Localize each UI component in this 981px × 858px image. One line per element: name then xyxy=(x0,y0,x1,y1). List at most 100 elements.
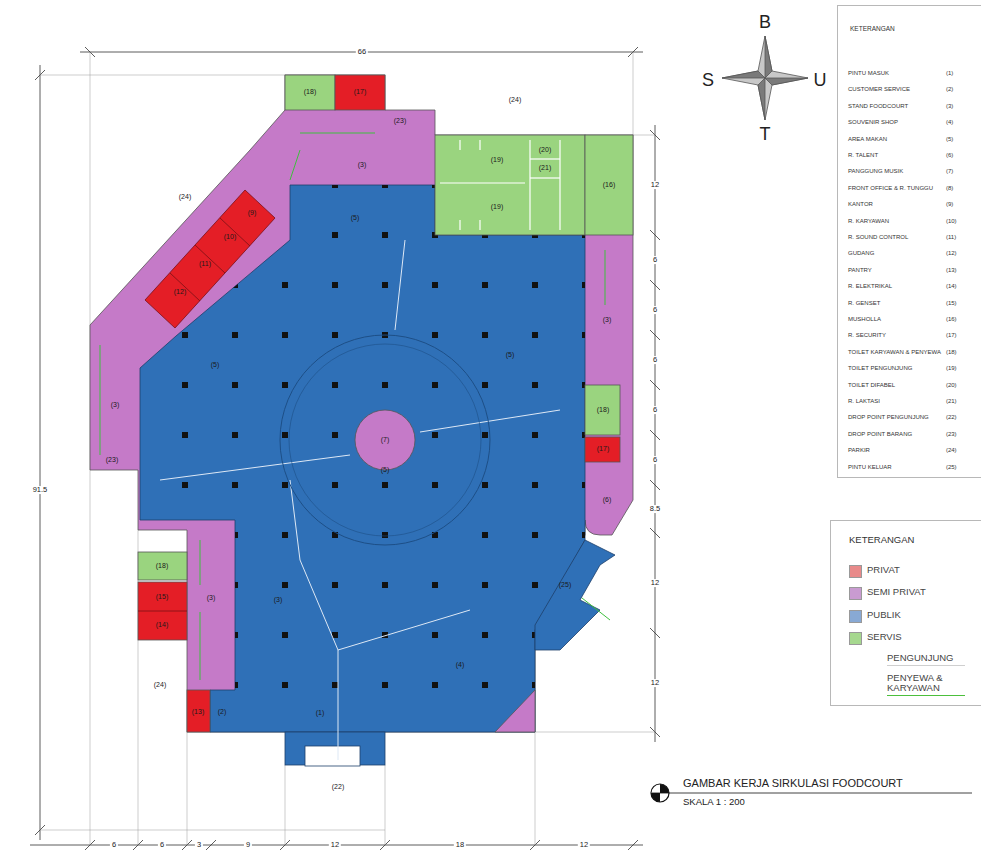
north-arrow xyxy=(722,36,808,120)
key-name: PINTU MASUK xyxy=(848,70,889,76)
stage xyxy=(355,410,415,470)
dimension-text: 3 xyxy=(195,841,203,849)
callout-number: (7) xyxy=(381,436,390,443)
key-name: R. SOUND CONTROL xyxy=(848,234,908,240)
key-name: TOILET DIFABEL xyxy=(848,382,895,388)
callout-number: (22) xyxy=(332,783,344,790)
legend-text: PENYEWA & KARYAWAN xyxy=(887,673,965,693)
key-name: PARKIR xyxy=(848,447,870,453)
callout-number: (5) xyxy=(351,214,360,221)
drawing-scale: SKALA 1 : 200 xyxy=(683,797,745,807)
callout-number: (12) xyxy=(174,288,186,295)
key-number: (24) xyxy=(946,447,957,453)
callout-number: (18) xyxy=(156,562,168,569)
legend-panel: KETERANGANPRIVATSEMI PRIVATPUBLIKSERVISP… xyxy=(830,520,981,706)
callout-number: (3) xyxy=(358,161,367,168)
key-number: (17) xyxy=(946,332,957,338)
key-number: (21) xyxy=(946,398,957,404)
key-number: (3) xyxy=(946,103,953,109)
callout-number: (2) xyxy=(218,708,227,715)
exit-zone xyxy=(535,540,615,650)
structural-columns xyxy=(140,185,585,732)
callout-number: (6) xyxy=(603,496,612,503)
key-name: SOUVENIR SHOP xyxy=(848,119,898,125)
compass-letter: B xyxy=(759,13,771,32)
dimension-text: 6 xyxy=(110,841,118,849)
key-name: R. SECURITY xyxy=(848,332,886,338)
callout-number: (18) xyxy=(304,88,316,95)
callout-number: (11) xyxy=(199,260,211,267)
private-room xyxy=(585,437,620,462)
key-name: R. LAKTASI xyxy=(848,398,880,404)
key-number: (10) xyxy=(946,218,957,224)
entrance-notch xyxy=(305,746,360,766)
key-number: (14) xyxy=(946,283,957,289)
dimension-text: 12 xyxy=(578,841,590,849)
public-zone xyxy=(140,185,585,732)
legend-swatch xyxy=(849,610,862,623)
key-number: (6) xyxy=(946,152,953,158)
staff-circulation xyxy=(100,133,605,680)
key-number: (5) xyxy=(946,136,953,142)
legend-text: PRIVAT xyxy=(867,565,900,575)
dimension-text: 6 xyxy=(651,306,659,314)
dimension-text: 8.5 xyxy=(648,505,662,513)
key-number: (23) xyxy=(946,431,957,437)
compass-letter: T xyxy=(760,125,771,144)
dimension-text: 12 xyxy=(649,679,661,687)
key-name: R. ELEKTRIKAL xyxy=(848,283,892,289)
service-room xyxy=(285,75,335,110)
key-name: DROP POINT PENGUNJUNG xyxy=(848,414,929,420)
key-name: STAND FOODCOURT xyxy=(848,103,908,109)
callout-number: (15) xyxy=(156,593,168,600)
compass-letter: U xyxy=(814,71,827,90)
callout-number: (5) xyxy=(381,466,390,473)
visitor-circulation xyxy=(160,240,560,760)
callout-number: (3) xyxy=(274,596,283,603)
dimension-text: 18 xyxy=(454,841,466,849)
key-name: R. KARYAWAN xyxy=(848,218,889,224)
callout-number: (14) xyxy=(156,621,168,628)
callout-number: (13) xyxy=(192,708,204,715)
exit-path xyxy=(582,598,610,620)
dimension-text: 9 xyxy=(244,841,252,849)
key-number: (25) xyxy=(946,464,957,470)
callout-number: (21) xyxy=(539,164,551,171)
dimension-text: 6 xyxy=(158,841,166,849)
dimension-text: 91.5 xyxy=(31,486,50,494)
key-number: (4) xyxy=(946,119,953,125)
room-divider xyxy=(138,611,187,612)
dimension-text: 6 xyxy=(651,356,659,364)
callout-number: (24) xyxy=(154,681,166,688)
legend-text: PUBLIK xyxy=(867,610,901,620)
key-number: (13) xyxy=(946,267,957,273)
toilet-partitions xyxy=(440,140,560,230)
callout-number: (3) xyxy=(207,594,216,601)
key-name: KANTOR xyxy=(848,201,873,207)
private-room xyxy=(138,582,187,640)
stage-ring xyxy=(280,335,490,545)
key-number: (9) xyxy=(946,201,953,207)
callout-number: (24) xyxy=(509,96,521,103)
key-name: AREA MAKAN xyxy=(848,136,887,142)
compass-letter: S xyxy=(702,71,714,90)
dimension-lines xyxy=(30,47,660,850)
legend-text: SERVIS xyxy=(867,632,902,642)
callout-number: (17) xyxy=(354,88,366,95)
private-room xyxy=(187,690,210,732)
key-name: TOILET KARYAWAN & PENYEWA xyxy=(848,349,941,355)
callout-number: (3) xyxy=(603,316,612,323)
key-number: (19) xyxy=(946,365,957,371)
key-number: (22) xyxy=(946,414,957,420)
callout-number: (19) xyxy=(491,156,503,163)
semi-private-room xyxy=(495,690,535,732)
key-name: PANTRY xyxy=(848,267,872,273)
key-number: (20) xyxy=(946,382,957,388)
dimension-text: 6 xyxy=(651,256,659,264)
callout-number: (4) xyxy=(456,661,465,668)
service-room xyxy=(585,385,620,435)
callout-number: (25) xyxy=(559,581,571,588)
room-key-panel: KETERANGANPINTU MASUK(1)CUSTOMER SERVICE… xyxy=(837,5,981,478)
callout-number: (24) xyxy=(179,193,191,200)
